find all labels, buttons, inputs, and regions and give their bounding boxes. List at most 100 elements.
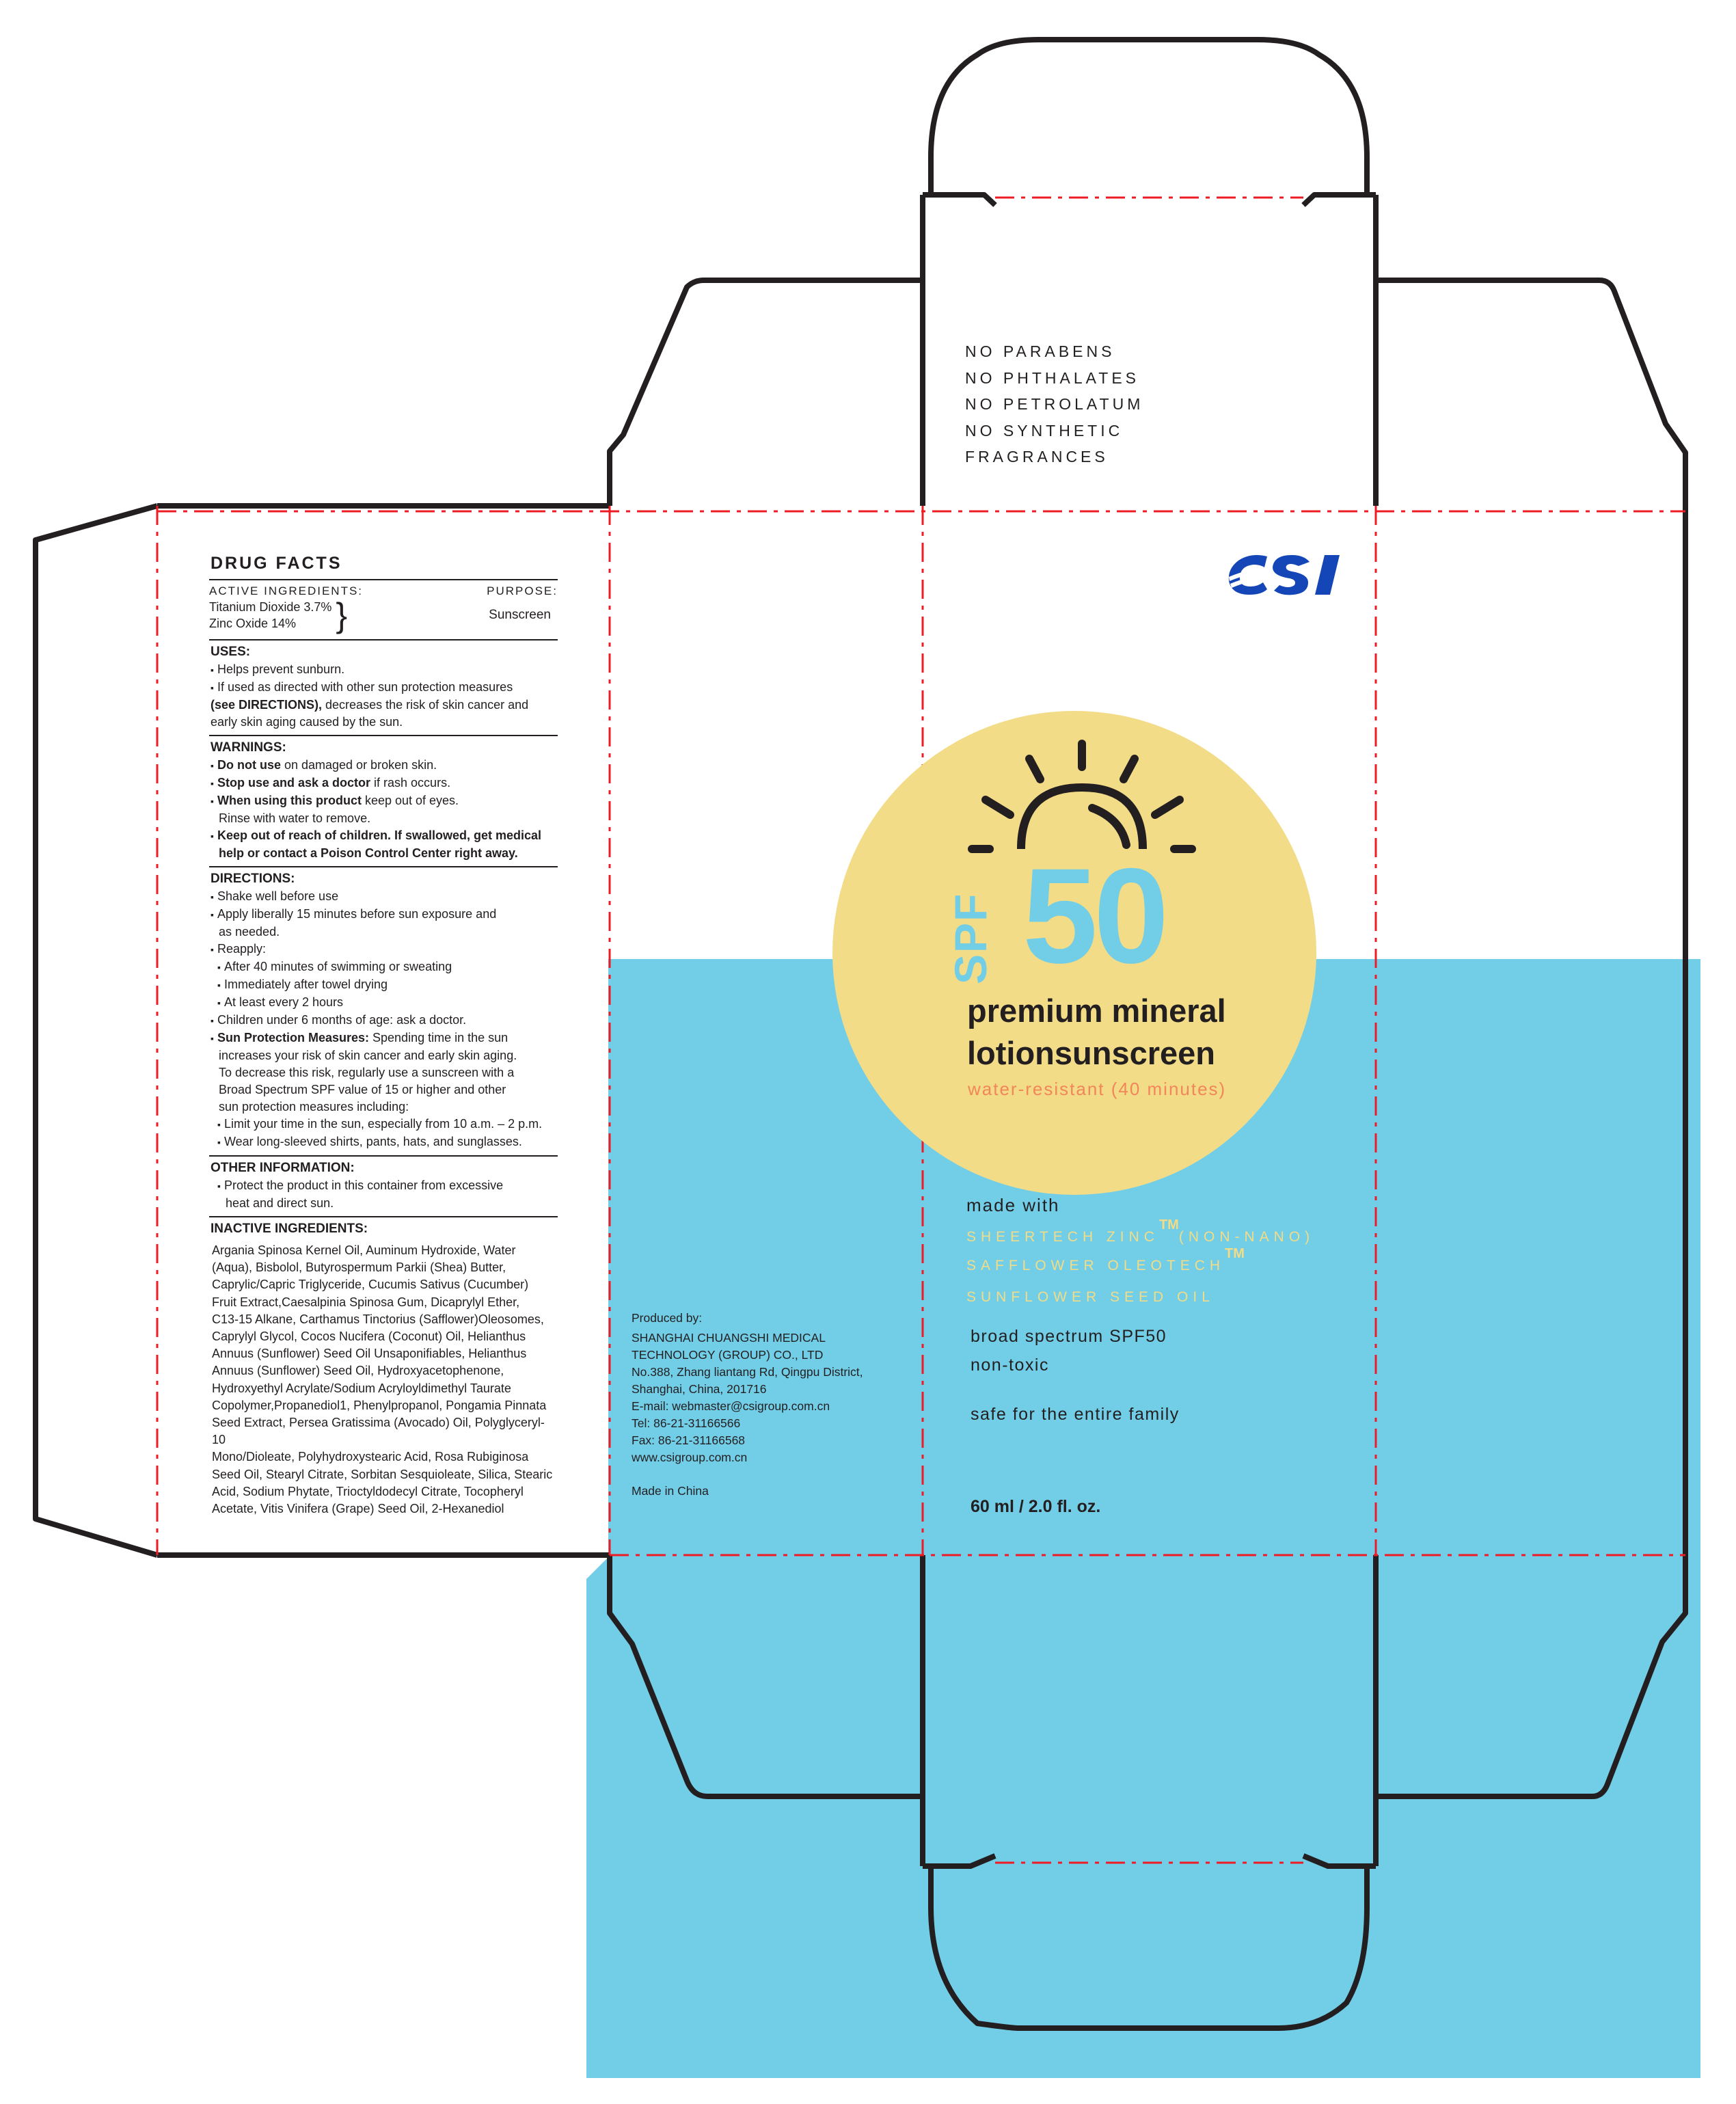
drug-facts-panel: DRUG FACTS ACTIVE INGREDIENTS: PURPOSE: … xyxy=(209,554,558,1518)
lower-right-dust-flap xyxy=(1376,1555,1688,1799)
producer-line: www.csigroup.com.cn xyxy=(632,1451,748,1464)
spf-label: SPF xyxy=(945,892,996,984)
text-line: Copolymer,Propanediol1, Phenylpropanol, … xyxy=(212,1398,547,1412)
bold-text: (see DIRECTIONS), xyxy=(211,698,323,712)
text-line: (Aqua), Bisbolol, Butyrospermum Parkii (… xyxy=(212,1260,506,1275)
ingredient-name: SUNFLOWER SEED OIL xyxy=(966,1289,1215,1305)
ingredient-name: SAFFLOWER OLEOTECH xyxy=(966,1258,1225,1273)
text-line: Mono/Dioleate, Polyhydroxystearic Acid, … xyxy=(212,1450,529,1464)
bold-text: Do not use xyxy=(217,758,281,772)
producer-line: TECHNOLOGY (GROUP) CO., LTD xyxy=(632,1348,824,1362)
claim-line: NO PETROLATUM xyxy=(965,395,1144,413)
directions-section: DIRECTIONS: Shake well before use Apply … xyxy=(209,872,558,1151)
text-line: Acetate, Vitis Vinifera (Grape) Seed Oil… xyxy=(212,1502,504,1516)
top-tuck-flap xyxy=(928,37,1370,195)
list-item-cont: Rinse with water to remove. xyxy=(219,811,371,825)
list-item-cont: sun protection measures including: xyxy=(219,1100,409,1114)
bold-text: help or contact a Poison Control Center … xyxy=(219,846,518,860)
feature-item: safe for the entire family xyxy=(971,1405,1180,1424)
bottom-panel-cut-left xyxy=(920,1555,996,1869)
made-with-item: SAFFLOWER OLEOTECHTM xyxy=(966,1246,1245,1274)
list-item-cont: early skin aging caused by the sun. xyxy=(211,715,403,729)
bold-text: Sun Protection Measures: xyxy=(217,1031,370,1044)
text-line: Acid, Sodium Phytate, Trioctyldodecyl Ci… xyxy=(212,1484,524,1498)
text-line: Annuus (Sunflower) Seed Oil Unsaponifiab… xyxy=(212,1347,527,1361)
list-item: If used as directed with other sun prote… xyxy=(211,679,558,697)
net-volume: 60 ml / 2.0 fl. oz. xyxy=(971,1497,1101,1516)
list-item-cont: as needed. xyxy=(219,925,280,939)
divider xyxy=(209,579,558,580)
made-with-item: SHEERTECH ZINCTM(NON-NANO) xyxy=(966,1217,1315,1245)
feature-list: broad spectrum SPF50 non-toxic safe for … xyxy=(971,1322,1180,1429)
water-resistance-claim: water-resistant (40 minutes) xyxy=(968,1079,1227,1099)
product-name: premium mineral lotionsunscreen xyxy=(967,990,1226,1075)
ingredient-suffix: (NON-NANO) xyxy=(1178,1229,1315,1245)
text: keep out of eyes. xyxy=(361,794,459,807)
warnings-heading: WARNINGS: xyxy=(211,740,286,755)
bottom-panel-cut-right xyxy=(1302,1555,1379,1869)
feature-item: broad spectrum SPF50 xyxy=(971,1327,1167,1346)
divider xyxy=(209,735,558,736)
made-with-item: SUNFLOWER SEED OIL xyxy=(966,1289,1215,1306)
producer-label: Produced by: xyxy=(632,1311,703,1325)
feature-item: non-toxic xyxy=(971,1356,1049,1375)
purpose-value: Sunscreen xyxy=(489,608,551,622)
uses-heading: USES: xyxy=(211,645,251,659)
producer-line: Fax: 86-21-31166568 xyxy=(632,1433,746,1447)
text-line: Seed Oil, Stearyl Citrate, Sorbitan Sesq… xyxy=(212,1467,553,1481)
brace-glyph: } xyxy=(336,596,348,634)
producer-line: Shanghai, China, 201716 xyxy=(632,1382,767,1396)
inactive-heading: INACTIVE INGREDIENTS: xyxy=(211,1222,368,1236)
list-subitem: Immediately after towel drying xyxy=(217,976,558,994)
producer-line: No.388, Zhang liantang Rd, Qingpu Distri… xyxy=(632,1365,863,1379)
inactive-section: INACTIVE INGREDIENTS: Argania Spinosa Ke… xyxy=(209,1222,558,1518)
text-line: Caprylyl Glycol, Cocos Nucifera (Coconut… xyxy=(212,1330,526,1344)
other-info-section: OTHER INFORMATION: Protect the product i… xyxy=(209,1161,558,1212)
list-subitem: At least every 2 hours xyxy=(217,994,558,1012)
bold-text: Keep out of reach of children. If swallo… xyxy=(217,828,542,842)
product-name-line: premium mineral xyxy=(967,993,1226,1029)
upper-left-dust-flap xyxy=(607,278,923,506)
ingredient-name: SHEERTECH ZINC xyxy=(966,1229,1159,1245)
bold-text: When using this product xyxy=(217,794,362,807)
left-flap-cut xyxy=(33,503,159,1558)
list-subitem: Limit your time in the sun, especially f… xyxy=(217,1116,558,1133)
active-ingredient: Titanium Dioxide 3.7% xyxy=(209,600,332,614)
text-line: Hydroxyethyl Acrylate/Sodium Acryloyldim… xyxy=(212,1381,511,1395)
uses-section: USES: Helps prevent sunburn. If used as … xyxy=(209,645,558,731)
list-subitem: After 40 minutes of swimming or sweating xyxy=(217,958,558,976)
producer-line: SHANGHAI CHUANGSHI MEDICAL xyxy=(632,1331,826,1345)
directions-heading: DIRECTIONS: xyxy=(211,872,295,886)
list-item-cont: heat and direct sun. xyxy=(226,1196,334,1210)
sun-rising-icon xyxy=(968,740,1196,853)
spf-value: 50 xyxy=(1022,840,1169,991)
list-item: Helps prevent sunburn. xyxy=(211,661,558,679)
list-item: Reapply: xyxy=(211,941,558,958)
claim-line: FRAGRANCES xyxy=(965,448,1109,466)
claim-line: NO PHTHALATES xyxy=(965,368,1139,387)
text: decreases the risk of skin cancer and xyxy=(322,698,529,712)
list-item: Protect the product in this container fr… xyxy=(217,1177,558,1195)
producer-line: Tel: 86-21-31166566 xyxy=(632,1416,741,1430)
top-panel-cut-right xyxy=(1301,192,1379,506)
text: if rash occurs. xyxy=(370,776,451,790)
trademark-mark: TM xyxy=(1158,1217,1179,1232)
top-panel-cut xyxy=(920,192,997,506)
upper-right-dust-flap xyxy=(1376,278,1688,506)
divider xyxy=(209,1216,558,1217)
list-item-cont: To decrease this risk, regularly use a s… xyxy=(219,1066,515,1079)
list-subitem: Wear long-sleeved shirts, pants, hats, a… xyxy=(217,1133,558,1151)
text: Spending time in the sun xyxy=(369,1031,508,1044)
claim-line: NO SYNTHETIC xyxy=(965,421,1124,440)
inactive-ingredients-text: Argania Spinosa Kernel Oil, Auminum Hydr… xyxy=(212,1242,558,1518)
text-line: C13-15 Alkane, Carthamus Tinctorius (Saf… xyxy=(212,1312,544,1326)
csi-logo-icon xyxy=(1228,555,1340,595)
producer-info: Produced by: SHANGHAI CHUANGSHI MEDICAL … xyxy=(632,1310,863,1500)
active-ingredients-label: ACTIVE INGREDIENTS: xyxy=(209,584,364,597)
divider xyxy=(209,866,558,867)
text-line: Fruit Extract,Caesalpinia Spinosa Gum, D… xyxy=(212,1295,520,1309)
producer-line: E-mail: webmaster@csigroup.com.cn xyxy=(632,1399,830,1413)
claim-line: NO PARABENS xyxy=(965,342,1115,360)
active-ingredient: Zinc Oxide 14% xyxy=(209,617,297,630)
